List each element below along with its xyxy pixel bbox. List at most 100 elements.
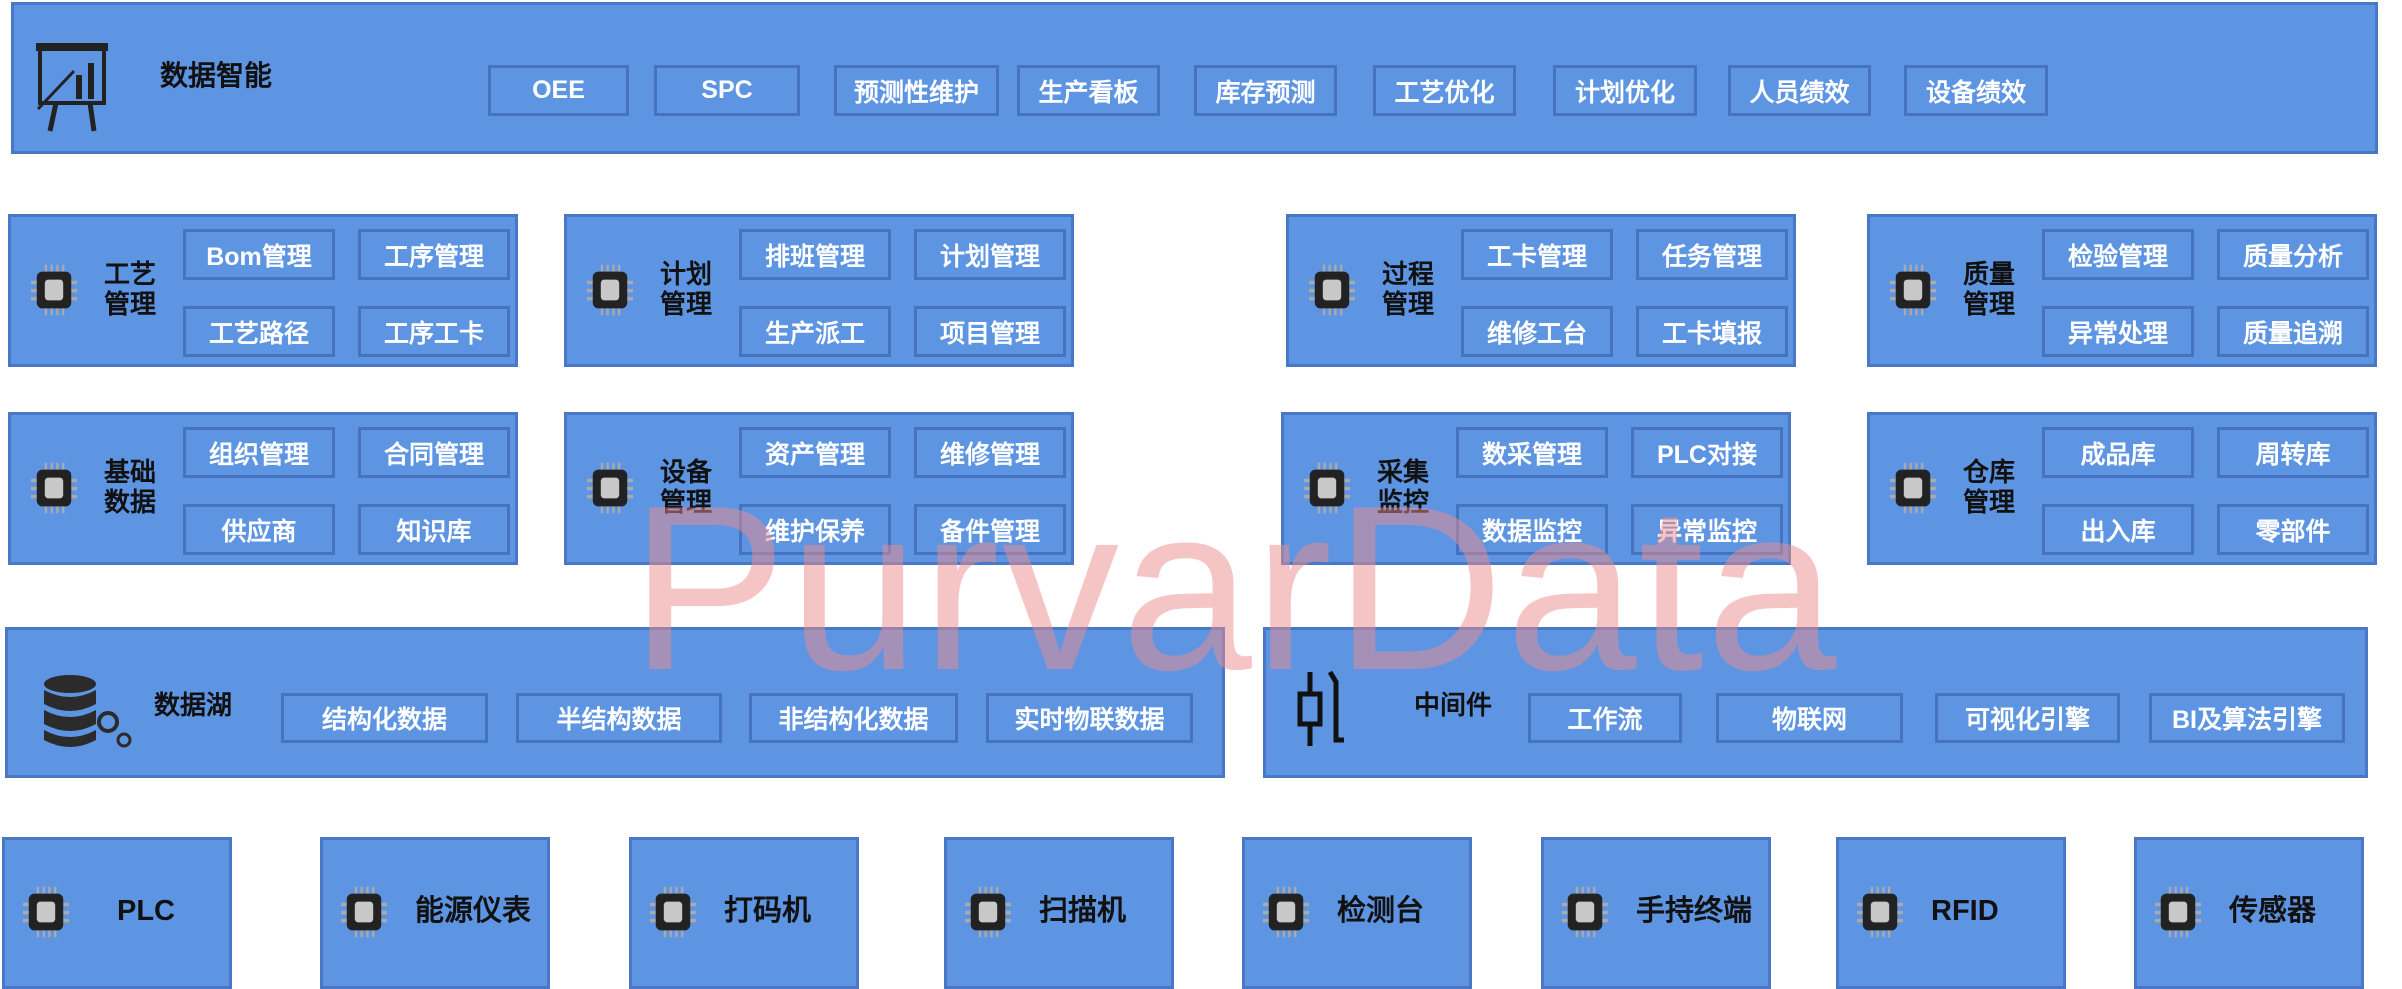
module-title: 仓库管理 bbox=[1963, 457, 2015, 517]
chip-icon bbox=[2155, 884, 2201, 940]
top-item-button[interactable]: OEE bbox=[488, 65, 629, 116]
chip-icon bbox=[1263, 884, 1309, 940]
module-item-button[interactable]: 出入库 bbox=[2042, 504, 2194, 555]
data-lake-item-button[interactable]: 非结构化数据 bbox=[749, 693, 958, 743]
chip-icon bbox=[1562, 884, 1608, 940]
module-item-button[interactable]: 维修工台 bbox=[1461, 306, 1613, 357]
middleware-item-button[interactable]: BI及算法引擎 bbox=[2149, 693, 2345, 743]
device-label: 能源仪表 bbox=[415, 895, 532, 927]
module-item-button[interactable]: 质量分析 bbox=[2217, 229, 2369, 280]
module-7: 仓库管理成品库周转库出入库零部件 bbox=[1867, 412, 2377, 565]
module-item-button[interactable]: 工卡管理 bbox=[1461, 229, 1613, 280]
data-lake-item-button[interactable]: 实时物联数据 bbox=[986, 693, 1193, 743]
module-item-button[interactable]: 工序管理 bbox=[358, 229, 510, 280]
middleware-item-button[interactable]: 物联网 bbox=[1716, 693, 1903, 743]
top-item-button[interactable]: 人员绩效 bbox=[1728, 65, 1871, 116]
middleware-title: 中间件 bbox=[1414, 690, 1493, 720]
device-0[interactable]: PLC bbox=[2, 837, 232, 989]
module-item-button[interactable]: 生产派工 bbox=[739, 306, 891, 357]
module-item-button[interactable]: Bom管理 bbox=[183, 229, 335, 280]
module-title: 工艺管理 bbox=[104, 259, 156, 319]
module-item-button[interactable]: 组织管理 bbox=[183, 427, 335, 478]
chip-icon bbox=[1309, 262, 1355, 318]
device-2[interactable]: 打码机 bbox=[629, 837, 859, 989]
database-gear-icon bbox=[40, 674, 136, 754]
module-item-button[interactable]: 检验管理 bbox=[2042, 229, 2194, 280]
device-6[interactable]: RFID bbox=[1836, 837, 2066, 989]
device-label: 扫描机 bbox=[1039, 895, 1127, 927]
module-title: 计划管理 bbox=[660, 259, 712, 319]
module-item-button[interactable]: 异常监控 bbox=[1631, 504, 1783, 555]
module-item-button[interactable]: 成品库 bbox=[2042, 427, 2194, 478]
top-item-button[interactable]: 工艺优化 bbox=[1373, 65, 1516, 116]
module-item-button[interactable]: 备件管理 bbox=[914, 504, 1066, 555]
module-item-button[interactable]: PLC对接 bbox=[1631, 427, 1783, 478]
chip-icon bbox=[31, 460, 77, 516]
data-intelligence-title: 数据智能 bbox=[160, 60, 273, 91]
device-3[interactable]: 扫描机 bbox=[944, 837, 1174, 989]
module-item-button[interactable]: 维护保养 bbox=[739, 504, 891, 555]
module-item-button[interactable]: 供应商 bbox=[183, 504, 335, 555]
presentation-chart-icon bbox=[34, 41, 114, 133]
module-title-line: 管理 bbox=[1963, 487, 2016, 517]
chip-icon bbox=[587, 460, 633, 516]
module-title: 过程管理 bbox=[1382, 259, 1434, 319]
module-title: 质量管理 bbox=[1963, 259, 2015, 319]
device-5[interactable]: 手持终端 bbox=[1541, 837, 1771, 989]
device-label: 手持终端 bbox=[1636, 895, 1753, 927]
top-item-button[interactable]: 库存预测 bbox=[1194, 65, 1337, 116]
top-item-button[interactable]: 生产看板 bbox=[1017, 65, 1160, 116]
module-item-button[interactable]: 工卡填报 bbox=[1636, 306, 1788, 357]
module-item-button[interactable]: 计划管理 bbox=[914, 229, 1066, 280]
module-item-button[interactable]: 工序工卡 bbox=[358, 306, 510, 357]
module-item-button[interactable]: 知识库 bbox=[358, 504, 510, 555]
top-item-button[interactable]: 预测性维护 bbox=[834, 65, 999, 116]
chip-icon bbox=[1890, 262, 1936, 318]
module-item-button[interactable]: 项目管理 bbox=[914, 306, 1066, 357]
module-item-button[interactable]: 工艺路径 bbox=[183, 306, 335, 357]
data-lake-item-button[interactable]: 结构化数据 bbox=[281, 693, 488, 743]
module-4: 基础数据组织管理合同管理供应商知识库 bbox=[8, 412, 518, 565]
device-4[interactable]: 检测台 bbox=[1242, 837, 1472, 989]
module-item-button[interactable]: 周转库 bbox=[2217, 427, 2369, 478]
module-item-button[interactable]: 零部件 bbox=[2217, 504, 2369, 555]
module-5: 设备管理资产管理维修管理维护保养备件管理 bbox=[564, 412, 1074, 565]
module-item-button[interactable]: 数据监控 bbox=[1456, 504, 1608, 555]
module-title: 设备管理 bbox=[660, 457, 712, 517]
module-title-line: 计划 bbox=[660, 259, 713, 289]
data-lake-item-button[interactable]: 半结构数据 bbox=[516, 693, 722, 743]
module-title-line: 管理 bbox=[660, 289, 713, 319]
module-item-button[interactable]: 异常处理 bbox=[2042, 306, 2194, 357]
module-item-button[interactable]: 合同管理 bbox=[358, 427, 510, 478]
module-title-line: 监控 bbox=[1377, 487, 1430, 517]
chip-icon bbox=[965, 884, 1011, 940]
module-title-line: 管理 bbox=[1963, 289, 2016, 319]
chip-icon bbox=[31, 262, 77, 318]
device-label: 检测台 bbox=[1337, 895, 1425, 927]
device-1[interactable]: 能源仪表 bbox=[320, 837, 550, 989]
module-title-line: 数据 bbox=[104, 487, 157, 517]
middleware-item-button[interactable]: 工作流 bbox=[1528, 693, 1682, 743]
module-title-line: 质量 bbox=[1963, 259, 2016, 289]
middleware-panel: 中间件 工作流物联网可视化引擎 BI及算法引擎 bbox=[1263, 627, 2368, 778]
top-item-button[interactable]: 设备绩效 bbox=[1904, 65, 2048, 116]
module-item-button[interactable]: 质量追溯 bbox=[2217, 306, 2369, 357]
chip-icon bbox=[1890, 460, 1936, 516]
module-item-button[interactable]: 资产管理 bbox=[739, 427, 891, 478]
middleware-item-button[interactable]: 可视化引擎 bbox=[1935, 693, 2120, 743]
chip-icon bbox=[1857, 884, 1903, 940]
middleware-connector-icon bbox=[1296, 670, 1346, 748]
module-title-line: 管理 bbox=[104, 289, 157, 319]
module-title-line: 仓库 bbox=[1963, 457, 2016, 487]
module-item-button[interactable]: 维修管理 bbox=[914, 427, 1066, 478]
device-7[interactable]: 传感器 bbox=[2134, 837, 2364, 989]
top-item-button[interactable]: SPC bbox=[654, 65, 800, 116]
device-label: PLC bbox=[117, 895, 175, 927]
module-title-line: 过程 bbox=[1382, 259, 1435, 289]
module-title-line: 工艺 bbox=[104, 259, 157, 289]
module-item-button[interactable]: 数采管理 bbox=[1456, 427, 1608, 478]
module-item-button[interactable]: 任务管理 bbox=[1636, 229, 1788, 280]
module-item-button[interactable]: 排班管理 bbox=[739, 229, 891, 280]
top-item-button[interactable]: 计划优化 bbox=[1553, 65, 1697, 116]
